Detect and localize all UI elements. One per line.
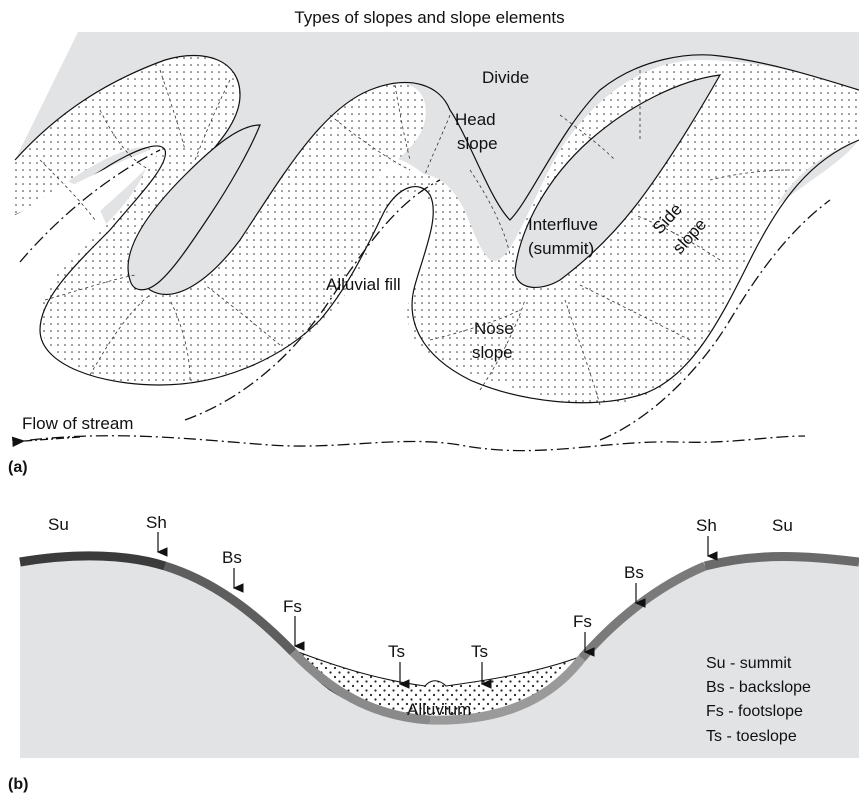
stream-lines (19, 149, 831, 452)
surface-backslope-left (163, 561, 297, 656)
flow-of-stream-label: Flow of stream (22, 414, 133, 433)
legend-item-toeslope: Ts - toeslope (706, 728, 797, 745)
marker-bs-right: Bs (624, 563, 644, 582)
surface-summit-right (703, 552, 859, 571)
panel-a-label: (a) (8, 459, 28, 476)
marker-su-right: Su (772, 516, 793, 535)
panel-b-label: (b) (8, 776, 28, 793)
head-slope-label-2: slope (457, 134, 498, 153)
interfluve-label-1: Interfluve (528, 215, 598, 234)
marker-ts-right: Ts (471, 642, 488, 661)
marker-bs-left: Bs (222, 548, 242, 567)
divide-line (14, 54, 859, 295)
valley-left (15, 148, 160, 300)
marker-sh-left: Sh (146, 513, 167, 532)
interfluve-lobe-right (514, 74, 722, 288)
head-slope-label-1: Head (455, 110, 496, 129)
surface-footslope-right (429, 655, 586, 725)
divide-label: Divide (482, 68, 529, 87)
alluvium-label: Alluvium (407, 700, 471, 719)
alluvial-fill-label: Alluvial fill (326, 275, 401, 294)
diagram-title: Types of slopes and slope elements (294, 8, 565, 27)
slope-divisions (39, 69, 791, 406)
panel-a: Divide Head slope Interfluve (summit) Si… (8, 32, 859, 476)
marker-su-left: Su (48, 515, 69, 534)
valley-middle (260, 190, 425, 430)
ground-profile (20, 554, 859, 758)
marker-arrows (156, 532, 718, 689)
nose-slope-label-1: Nose (474, 319, 514, 338)
interfluve-label-2: (summit) (528, 239, 594, 258)
marker-ts-left: Ts (388, 642, 405, 661)
interfluve-lobe-left (127, 124, 261, 291)
surface-summit-left (19, 551, 167, 571)
panel-b: Su Sh Bs Fs Ts Ts Fs Bs Sh Su Alluvium S… (8, 513, 859, 793)
flow-arrow (11, 436, 81, 448)
marker-fs-left: Fs (283, 597, 302, 616)
marker-fs-right: Fs (573, 612, 592, 631)
legend-item-summit: Su - summit (706, 655, 792, 672)
legend: Su - summit Bs - backslope Fs - footslop… (706, 655, 811, 745)
legend-item-footslope: Fs - footslope (706, 703, 803, 720)
nose-slope-label-2: slope (472, 343, 513, 362)
legend-item-backslope: Bs - backslope (706, 679, 811, 696)
surface-footslope-left (289, 648, 431, 725)
marker-sh-right: Sh (696, 516, 717, 535)
